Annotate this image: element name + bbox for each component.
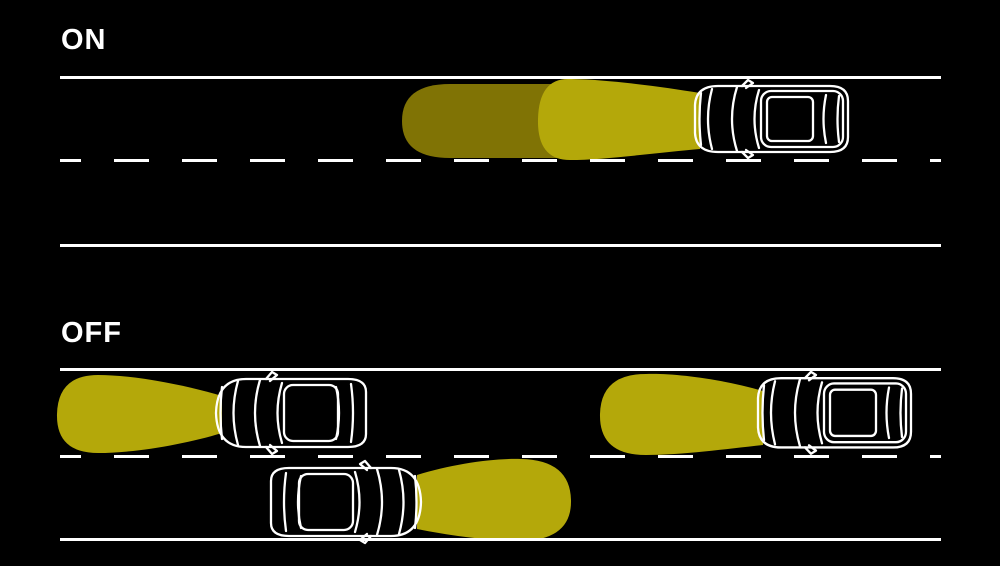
off-middle-sedan-car [269,459,423,545]
off-left-sedan-car [214,370,368,456]
scene-on-label: ON [61,24,107,56]
on-beam-far-dimmed [402,84,572,158]
on-suv-car [693,78,850,160]
off-beam-right-suv [599,373,763,455]
on-beam-near-bright [537,79,700,160]
scene-off-label: OFF [61,317,122,349]
off-beam-left-sedan [56,375,222,453]
off-right-suv-car [756,370,913,455]
off-beam-middle-sedan [417,458,572,541]
